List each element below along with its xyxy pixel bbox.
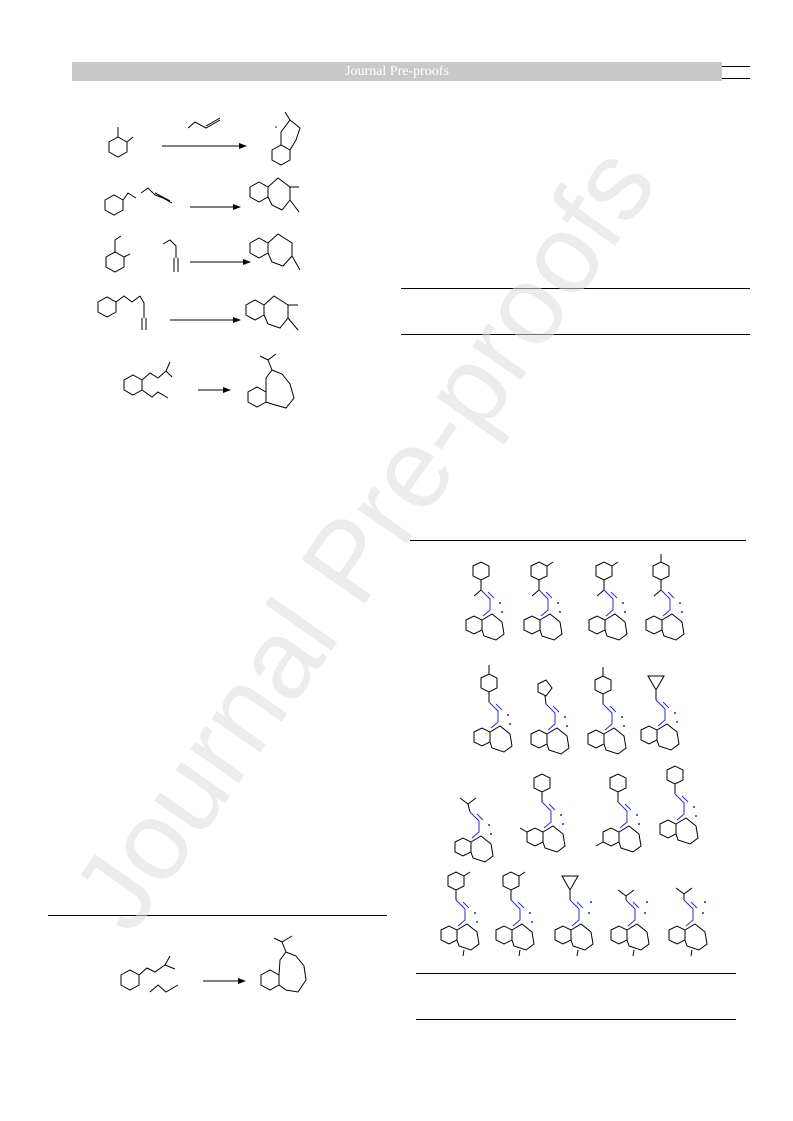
reaction-bottom-left <box>120 935 307 993</box>
reaction-2 <box>104 177 300 216</box>
reaction-4 <box>97 295 299 331</box>
product-row-2 <box>473 665 680 755</box>
reaction-1 <box>108 111 301 166</box>
table-rule-3 <box>410 540 746 541</box>
header-rule-bottom <box>722 78 750 79</box>
scheme-rule-left <box>48 915 387 916</box>
table-rule-5 <box>416 1019 736 1020</box>
header-rule-top <box>722 66 750 67</box>
journal-header-bar: Journal Pre-proofs <box>72 62 722 81</box>
journal-header-title: Journal Pre-proofs <box>345 64 449 79</box>
reaction-3 <box>105 233 301 273</box>
table-rule-1 <box>401 288 750 289</box>
product-row-1 <box>465 554 685 641</box>
table-rule-4 <box>416 973 736 974</box>
product-row-3 <box>454 765 699 863</box>
table-rule-2 <box>401 334 750 335</box>
product-row-4 <box>440 871 708 957</box>
reaction-5 <box>123 353 295 409</box>
